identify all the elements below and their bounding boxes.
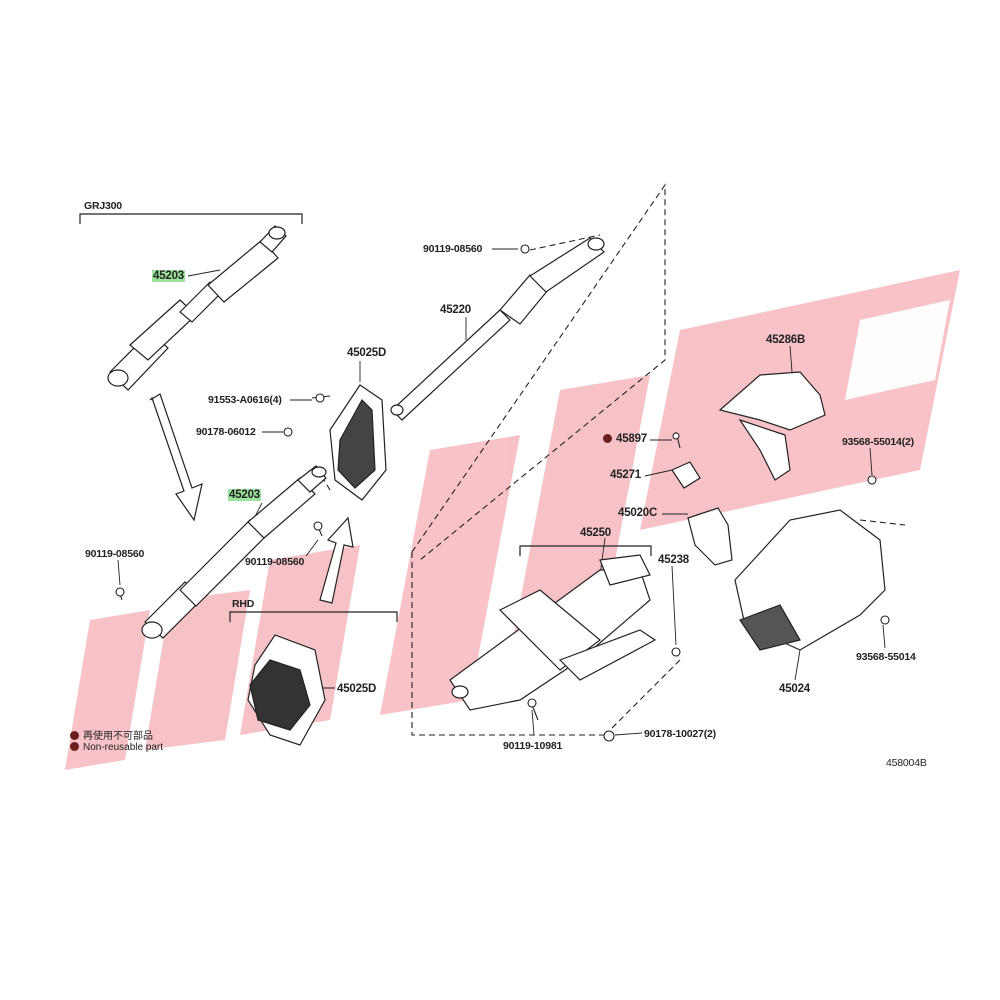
- part-label-45020c[interactable]: 45020C: [618, 507, 658, 519]
- figure-code: 458004B: [886, 757, 927, 769]
- part-label-45203-top[interactable]: 45203: [152, 270, 185, 282]
- dust-boot-top: [329, 384, 387, 501]
- non-reusable-dot-icon: [70, 731, 79, 740]
- flow-arrows: [149, 393, 354, 604]
- part-label-90119-08560-left[interactable]: 90119-08560: [85, 548, 145, 560]
- dust-boot-rhd: [247, 634, 326, 746]
- group-label-grj300: GRJ300: [84, 200, 122, 212]
- part-label-45024[interactable]: 45024: [779, 683, 810, 695]
- steering-shaft-45220: [390, 237, 605, 421]
- column-cover-lower: [734, 509, 886, 651]
- part-label-45897[interactable]: 45897: [603, 433, 647, 445]
- part-label-45203-mid[interactable]: 45203: [228, 489, 261, 501]
- intermediate-shaft-bottom: [141, 465, 327, 639]
- part-label-45286b[interactable]: 45286B: [766, 334, 806, 346]
- part-label-45025d-rhd[interactable]: 45025D: [337, 683, 377, 695]
- part-label-45220[interactable]: 45220: [440, 304, 471, 316]
- switch-45020c: [687, 507, 733, 566]
- part-label-90119-08560-mid[interactable]: 90119-08560: [245, 556, 305, 568]
- part-label-90119-10981[interactable]: 90119-10981: [503, 740, 563, 752]
- intermediate-shaft-top: [107, 225, 287, 391]
- part-label-45025d-top[interactable]: 45025D: [347, 347, 387, 359]
- steering-column-45250: [449, 554, 657, 711]
- clip-45271: [671, 461, 701, 489]
- part-label-93568-55014-2[interactable]: 93568-55014(2): [842, 436, 914, 448]
- part-label-45271[interactable]: 45271: [610, 469, 641, 481]
- part-label-91553[interactable]: 91553-A0616(4): [208, 394, 282, 406]
- non-reusable-dot-icon: [70, 742, 79, 751]
- part-label-45238[interactable]: 45238: [658, 554, 689, 566]
- part-label-90178-10027[interactable]: 90178-10027(2): [644, 728, 716, 740]
- non-reusable-dot-icon: [603, 434, 612, 443]
- part-label-93568-55014[interactable]: 93568-55014: [856, 651, 916, 663]
- column-cover-upper: [718, 371, 826, 481]
- part-label-90119-08560-top[interactable]: 90119-08560: [423, 243, 483, 255]
- bolts: [115, 244, 890, 742]
- group-label-rhd: RHD: [232, 598, 255, 610]
- legend-row-jp: 再使用不可部品: [70, 727, 153, 742]
- part-label-90178-06012[interactable]: 90178-06012: [196, 426, 256, 438]
- part-label-45250[interactable]: 45250: [580, 527, 611, 539]
- legend-row-en: Non-reusable part: [70, 742, 163, 753]
